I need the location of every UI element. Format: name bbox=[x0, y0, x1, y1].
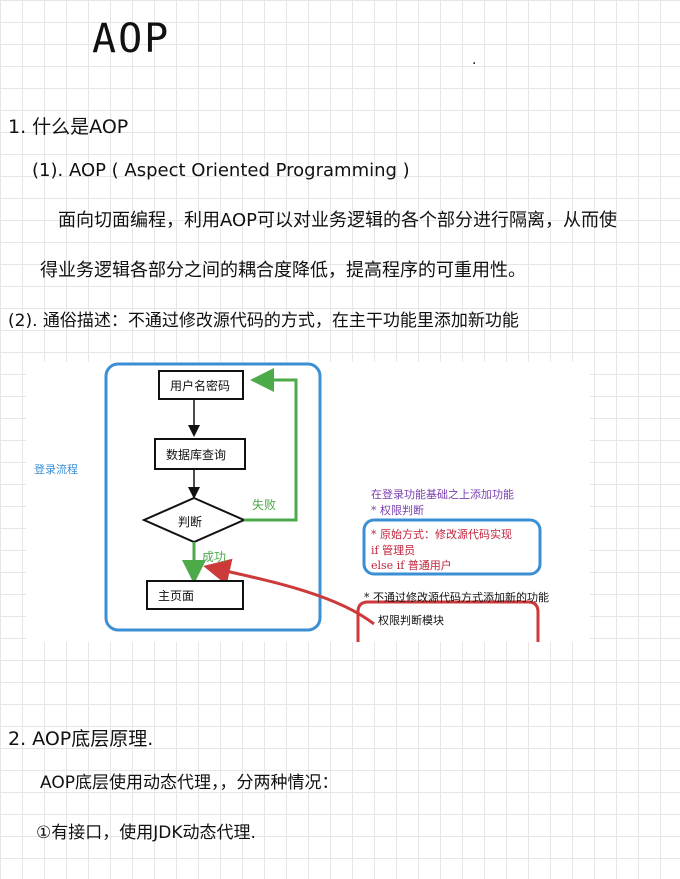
page-title: AOP bbox=[92, 16, 171, 62]
original-approach-line-1: * 原始方式：修改源代码实现 bbox=[371, 528, 512, 541]
box-main-page: 主页面 bbox=[146, 580, 244, 610]
box-username-password-label: 用户名密码 bbox=[170, 378, 231, 393]
original-approach-line-3: else if 普通用户 bbox=[371, 559, 452, 572]
diagram-lines bbox=[104, 362, 542, 642]
permission-module-label: 权限判断模块 bbox=[378, 614, 444, 627]
aop-jdk-proxy-case: ①有接口，使用JDK动态代理. bbox=[36, 823, 256, 843]
aop-dynamic-proxy-note: AOP底层使用动态代理，，分两种情况： bbox=[40, 773, 339, 793]
stray-mark: · bbox=[472, 56, 477, 72]
aop-definition-line-2: 得业务逻辑各部分之间的耦合度降低，提高程序的可重用性。 bbox=[40, 260, 526, 281]
success-label: 成功 bbox=[202, 550, 227, 564]
aop-plain-description: (2). 通俗描述：不通过修改源代码的方式，在主干功能里添加新功能 bbox=[8, 311, 519, 331]
section-heading-what-is-aop: 1. 什么是AOP bbox=[8, 116, 129, 138]
section-heading-aop-principle: 2. AOP底层原理. bbox=[8, 728, 154, 750]
aop-definition-line-1: 面向切面编程，利用AOP可以对业务逻辑的各个部分进行隔离，从而使 bbox=[58, 210, 618, 231]
fail-label: 失败 bbox=[252, 498, 277, 512]
login-flow-diagram: 登录流程 用户名密码 数据库查询 判断 失败 成功 主页面 在登录功能基础之上添… bbox=[26, 362, 590, 642]
box-database-query: 数据库查询 bbox=[154, 438, 246, 470]
fail-loop bbox=[244, 368, 298, 522]
box-username-password: 用户名密码 bbox=[158, 370, 244, 400]
box-main-page-label: 主页面 bbox=[158, 588, 195, 603]
permission-module-frame bbox=[356, 600, 540, 642]
add-feature-title: 在登录功能基础之上添加功能 bbox=[371, 488, 514, 501]
new-approach-title: * 不通过修改源代码方式添加新的功能 bbox=[364, 591, 549, 604]
judge-label: 判断 bbox=[178, 515, 203, 529]
aop-full-name: (1). AOP ( Aspect Oriented Programming ) bbox=[32, 160, 410, 181]
login-flow-label: 登录流程 bbox=[34, 463, 78, 476]
flow-frame bbox=[104, 362, 322, 632]
original-approach-frame bbox=[362, 518, 542, 576]
add-feature-item: * 权限判断 bbox=[371, 504, 424, 517]
box-database-query-label: 数据库查询 bbox=[166, 447, 227, 462]
original-approach-line-2: if 管理员 bbox=[371, 544, 416, 557]
